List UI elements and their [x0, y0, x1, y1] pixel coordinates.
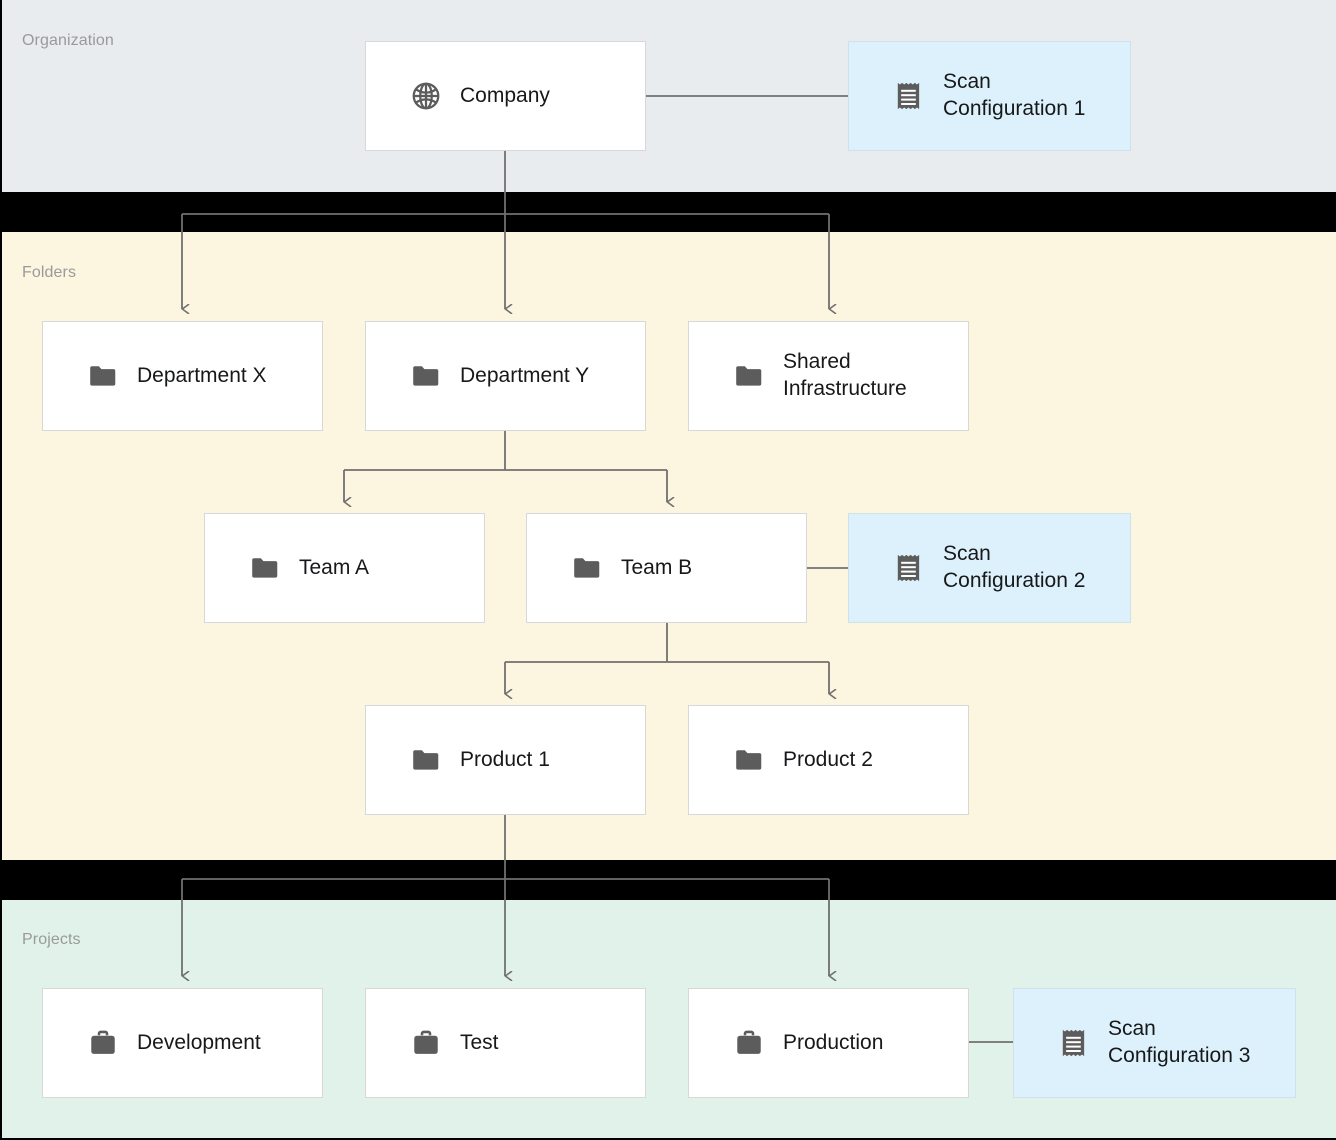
node-label: Product 1	[460, 747, 550, 771]
node-company[interactable]: Company	[365, 41, 646, 151]
node-product-2[interactable]: Product 2	[688, 705, 969, 815]
receipt-icon	[1058, 1027, 1090, 1059]
node-label: Test	[460, 1030, 499, 1054]
band-organization	[0, 0, 1336, 192]
node-shared-infrastructure[interactable]: Shared Infrastructure	[688, 321, 969, 431]
band-label-projects: Projects	[22, 931, 81, 948]
node-label: Team A	[299, 555, 370, 579]
node-label: Department Y	[460, 363, 590, 387]
folder-icon	[733, 744, 765, 776]
node-department-y[interactable]: Department Y	[365, 321, 646, 431]
band-label-organization: Organization	[22, 32, 114, 49]
folder-icon	[410, 744, 442, 776]
node-label: Department X	[137, 363, 267, 387]
folder-icon	[571, 552, 603, 584]
node-label: Scan Configuration 1	[943, 70, 1086, 120]
node-scan-configuration-1[interactable]: Scan Configuration 1	[848, 41, 1131, 151]
receipt-icon	[893, 552, 925, 584]
node-scan-configuration-3[interactable]: Scan Configuration 3	[1013, 988, 1296, 1098]
briefcase-icon	[410, 1027, 442, 1059]
node-test[interactable]: Test	[365, 988, 646, 1098]
node-label: Scan Configuration 2	[943, 542, 1086, 592]
node-label: Team B	[621, 555, 693, 579]
node-product-1[interactable]: Product 1	[365, 705, 646, 815]
node-label: Shared Infrastructure	[783, 350, 907, 400]
folder-icon	[410, 360, 442, 392]
folder-icon	[87, 360, 119, 392]
band-left-edge	[0, 0, 2, 192]
receipt-icon	[893, 80, 925, 112]
node-production[interactable]: Production	[688, 988, 969, 1098]
band-left-edge	[0, 900, 2, 1138]
node-development[interactable]: Development	[42, 988, 323, 1098]
node-label: Product 2	[783, 747, 873, 771]
node-label: Scan Configuration 3	[1108, 1017, 1251, 1067]
node-label: Development	[137, 1030, 261, 1054]
band-label-folders: Folders	[22, 264, 77, 281]
briefcase-icon	[87, 1027, 119, 1059]
briefcase-icon	[733, 1027, 765, 1059]
band-left-edge	[0, 232, 2, 860]
node-label: Production	[783, 1030, 884, 1054]
folder-icon	[733, 360, 765, 392]
node-team-a[interactable]: Team A	[204, 513, 485, 623]
bottom-separator	[0, 1138, 1336, 1140]
node-department-x[interactable]: Department X	[42, 321, 323, 431]
node-label: Company	[460, 83, 550, 107]
node-team-b[interactable]: Team B	[526, 513, 807, 623]
node-scan-configuration-2[interactable]: Scan Configuration 2	[848, 513, 1131, 623]
globe-icon	[410, 80, 442, 112]
folder-icon	[249, 552, 281, 584]
